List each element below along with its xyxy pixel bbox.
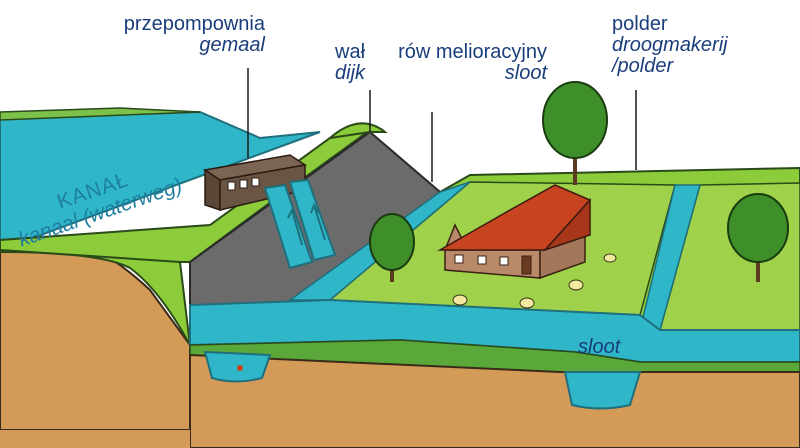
house-door <box>521 255 532 275</box>
pumping-station-label: przepompownia gemaal <box>95 14 265 56</box>
house-window <box>454 254 464 264</box>
pump-pipe-left <box>263 183 314 270</box>
flow-arrow <box>287 207 303 246</box>
dike-label-pl: wał <box>335 41 366 63</box>
pumping-station-label-nl: gemaal <box>199 34 265 56</box>
pumping-station-window <box>227 181 236 191</box>
left-soil-bottom <box>0 430 190 448</box>
house-window <box>477 255 487 265</box>
tree-icon <box>542 81 608 159</box>
flow-arrow <box>310 202 326 241</box>
sheep-icon <box>452 294 468 306</box>
house-roof-gable <box>542 198 591 252</box>
house-window <box>499 256 509 266</box>
dike-crest <box>326 122 388 140</box>
pump-pipe-right <box>288 178 337 262</box>
pumping-station-window <box>239 179 248 189</box>
fish-icon <box>237 365 243 371</box>
sheep-icon <box>568 279 584 291</box>
ditch-label: rów melioracyjny sloot <box>397 42 547 84</box>
ditch-front-label: sloot <box>578 336 621 358</box>
dike-label-nl: dijk <box>335 62 366 84</box>
far-bank-grass <box>0 107 201 121</box>
pumping-station-label-pl: przepompownia <box>123 13 265 35</box>
polder-label-pl: polder <box>612 13 668 35</box>
ditch-section-right <box>563 371 642 410</box>
sheep-icon <box>603 253 617 263</box>
sheep-icon <box>519 297 535 309</box>
polder-label: polder droogmakerij /polder <box>612 13 728 77</box>
ditch-label-nl: sloot <box>504 62 547 84</box>
polder-label-nl: droogmakerij /polder <box>612 34 728 77</box>
pumping-station-window <box>251 177 260 187</box>
tree-icon <box>369 213 415 271</box>
house-roof <box>437 184 592 251</box>
dike-label: wał dijk <box>335 42 365 84</box>
outflow-arrow <box>155 193 201 207</box>
ditch-label-pl: rów melioracyjny <box>398 41 547 63</box>
tree-icon <box>727 193 789 263</box>
